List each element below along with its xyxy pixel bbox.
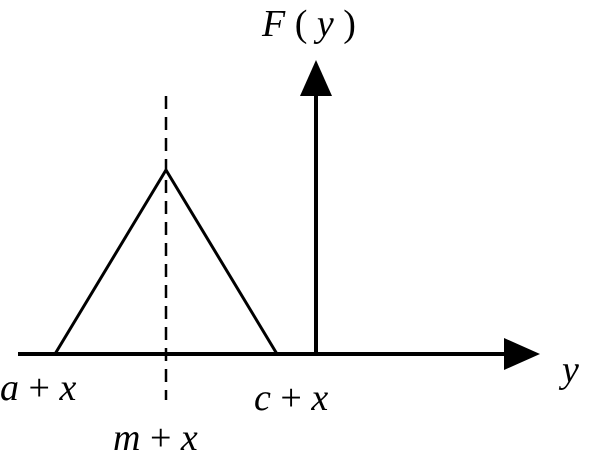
label-m-op: + <box>150 417 171 454</box>
label-a-op: + <box>29 367 50 409</box>
label-m-plus-x: m + x <box>113 417 198 454</box>
label-m-var: m <box>113 417 140 454</box>
triangle-shape <box>53 167 279 355</box>
label-c-var: c <box>254 377 271 419</box>
function-name: F <box>261 3 286 45</box>
label-a-offset: x <box>58 367 76 409</box>
label-c-op: + <box>280 377 301 419</box>
label-m-offset: x <box>180 417 198 454</box>
label-c-plus-x: c + x <box>254 377 328 419</box>
label-a-var: a <box>0 367 19 409</box>
function-variable: y <box>313 3 334 45</box>
horizontal-axis-arrowhead <box>504 338 540 370</box>
axis-label-y: y <box>558 349 579 391</box>
function-label: F ( y ) <box>261 3 356 45</box>
function-open-paren: ( <box>295 3 308 45</box>
label-a-plus-x: a + x <box>0 367 76 409</box>
label-c-offset: x <box>310 377 328 419</box>
function-close-paren: ) <box>343 3 356 45</box>
vertical-axis-arrowhead <box>300 60 332 96</box>
